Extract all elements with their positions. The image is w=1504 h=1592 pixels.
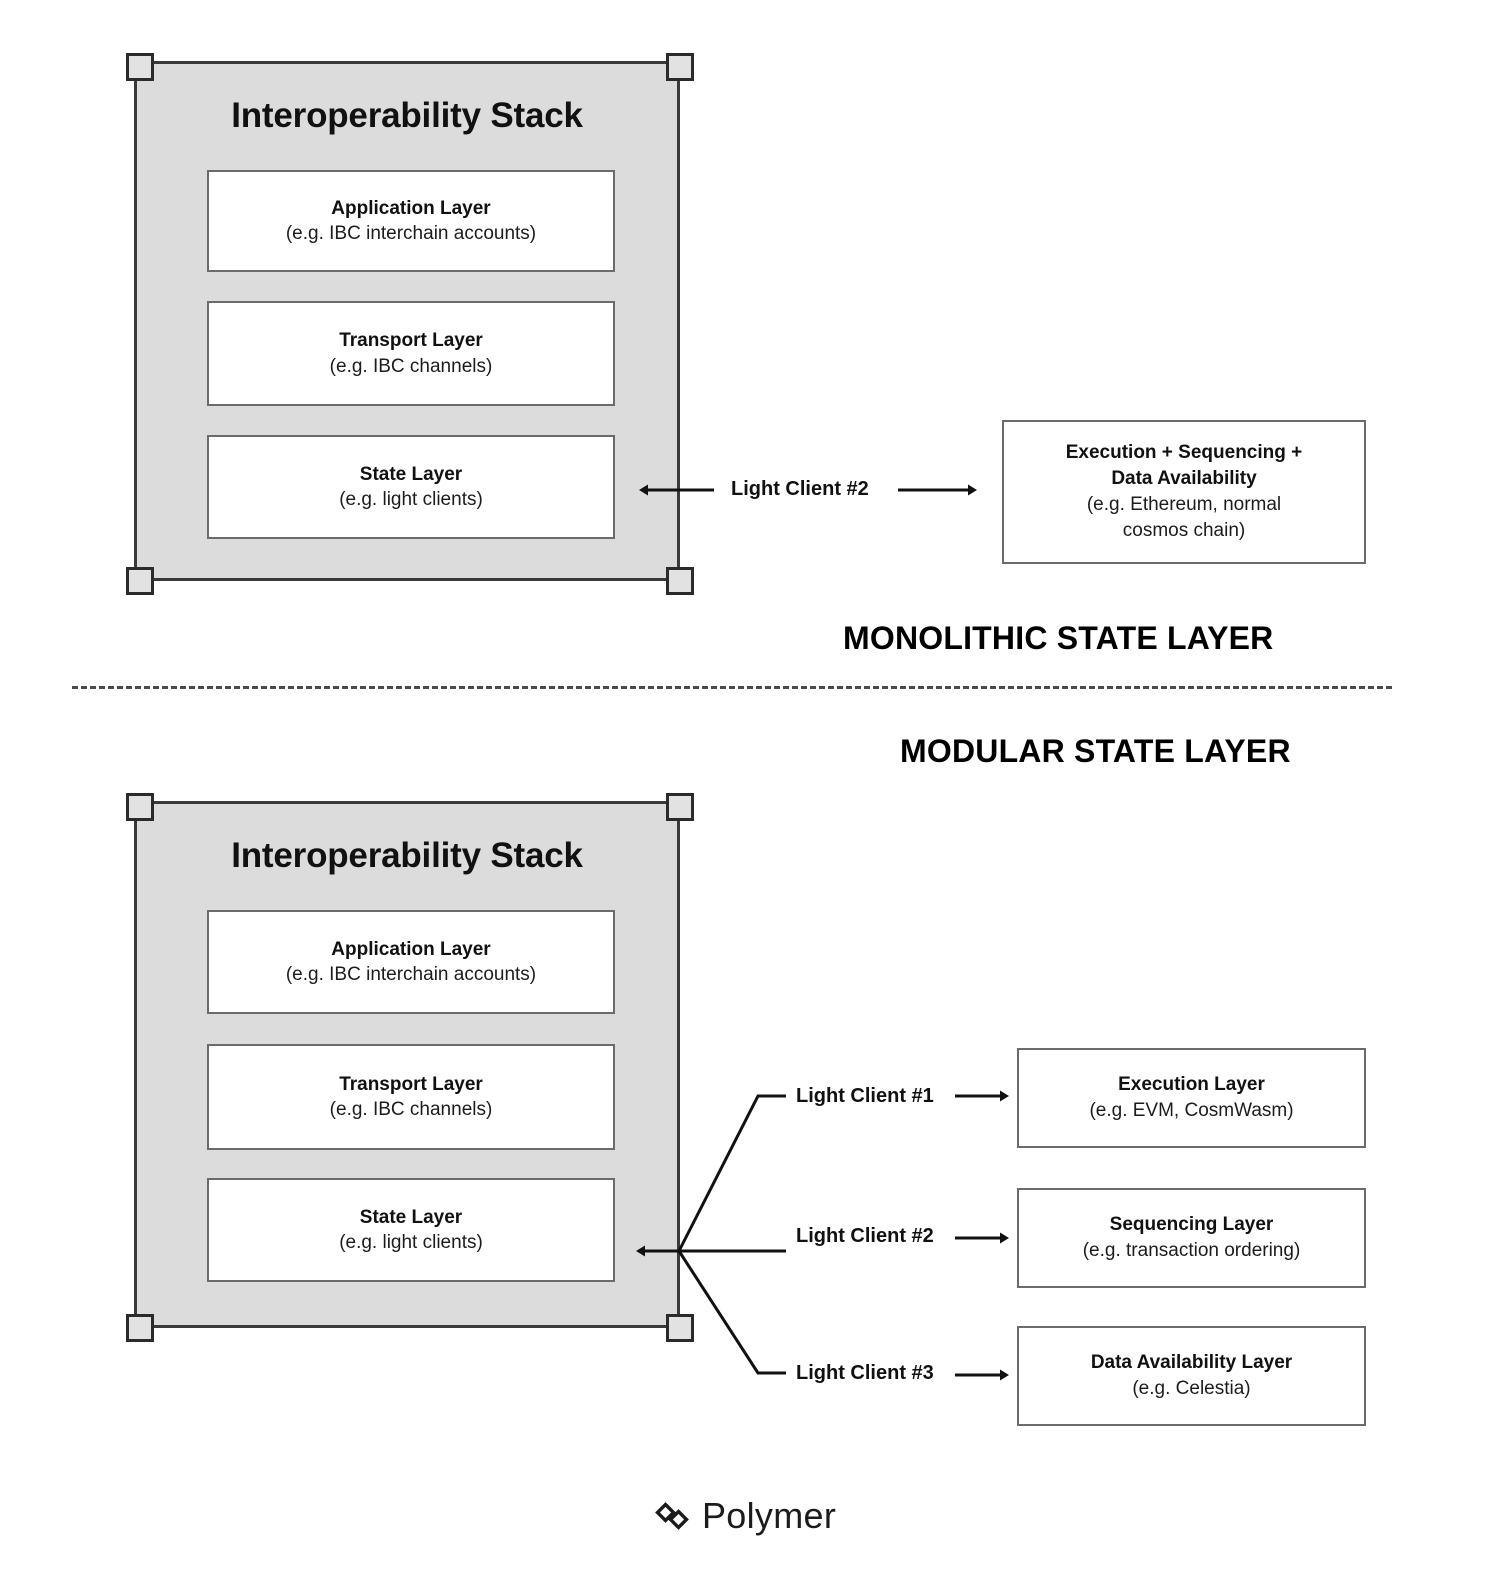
target-title: Data Availability Layer (1090, 1352, 1293, 1374)
layer-title: Transport Layer (339, 330, 483, 352)
target-title-line1: Execution + Sequencing + (1065, 442, 1303, 464)
target-title: Execution Layer (1118, 1074, 1265, 1096)
corner-handle-top-right (666, 793, 694, 821)
monolithic-caption: MONOLITHIC STATE LAYER (843, 620, 1274, 656)
target-subtitle: (e.g. EVM, CosmWasm) (1089, 1100, 1294, 1121)
modular-connector-label-light-client-3: Light Client #3 (796, 1362, 934, 1384)
layer-title: Application Layer (331, 938, 491, 960)
target-title-line2: Data Availability (1111, 468, 1257, 490)
section-divider (72, 686, 1392, 689)
monolithic-layer-state: State Layer (e.g. light clients) (207, 435, 615, 539)
corner-handle-bottom-right (666, 567, 694, 595)
footer-brand: Polymer (652, 1495, 836, 1537)
modular-stack-heading: Interoperability Stack (231, 836, 583, 875)
target-subtitle: (e.g. Celestia) (1132, 1378, 1251, 1399)
layer-subtitle: (e.g. IBC interchain accounts) (285, 964, 537, 985)
modular-layer-transport: Transport Layer (e.g. IBC channels) (207, 1044, 615, 1150)
layer-subtitle: (e.g. IBC channels) (329, 355, 493, 377)
monolithic-target-execution-sequencing-da: Execution + Sequencing + Data Availabili… (1002, 420, 1366, 564)
corner-handle-bottom-left (126, 1314, 154, 1342)
corner-handle-top-left (126, 53, 154, 81)
layer-title: Application Layer (331, 197, 491, 219)
target-subtitle-line1: (e.g. Ethereum, normal (1086, 494, 1282, 515)
layer-subtitle: (e.g. light clients) (339, 489, 483, 510)
target-subtitle: (e.g. transaction ordering) (1082, 1240, 1301, 1261)
target-title: Sequencing Layer (1109, 1214, 1274, 1236)
footer-wordmark: Polymer (702, 1495, 837, 1536)
corner-handle-bottom-right (666, 1314, 694, 1342)
layer-subtitle: (e.g. IBC interchain accounts) (285, 223, 537, 244)
monolithic-stack-heading: Interoperability Stack (231, 96, 583, 135)
layer-subtitle: (e.g. light clients) (339, 1232, 483, 1253)
target-subtitle-line2: cosmos chain) (1122, 519, 1246, 541)
layer-title: State Layer (359, 1206, 463, 1228)
corner-handle-top-left (126, 793, 154, 821)
modular-target-data-availability-layer: Data Availability Layer (e.g. Celestia) (1017, 1326, 1366, 1426)
modular-connector-label-light-client-2: Light Client #2 (796, 1225, 934, 1247)
modular-layer-state: State Layer (e.g. light clients) (207, 1178, 615, 1282)
corner-handle-bottom-left (126, 567, 154, 595)
modular-caption: MODULAR STATE LAYER (900, 733, 1291, 769)
modular-leader-line-3 (677, 1250, 786, 1375)
layer-title: Transport Layer (339, 1073, 483, 1095)
modular-leader-line-1 (677, 1094, 786, 1252)
monolithic-layer-application: Application Layer (e.g. IBC interchain a… (207, 170, 615, 272)
monolithic-layer-transport: Transport Layer (e.g. IBC channels) (207, 301, 615, 406)
layer-title: State Layer (359, 463, 463, 485)
corner-handle-top-right (666, 53, 694, 81)
monolithic-connector-label-light-client-2: Light Client #2 (731, 478, 869, 500)
modular-connector-label-light-client-1: Light Client #1 (796, 1085, 934, 1107)
modular-target-sequencing-layer: Sequencing Layer (e.g. transaction order… (1017, 1188, 1366, 1288)
modular-layer-application: Application Layer (e.g. IBC interchain a… (207, 910, 615, 1014)
modular-target-execution-layer: Execution Layer (e.g. EVM, CosmWasm) (1017, 1048, 1366, 1148)
layer-subtitle: (e.g. IBC channels) (329, 1099, 493, 1120)
polymer-interlocking-diamonds-icon (655, 1502, 689, 1530)
